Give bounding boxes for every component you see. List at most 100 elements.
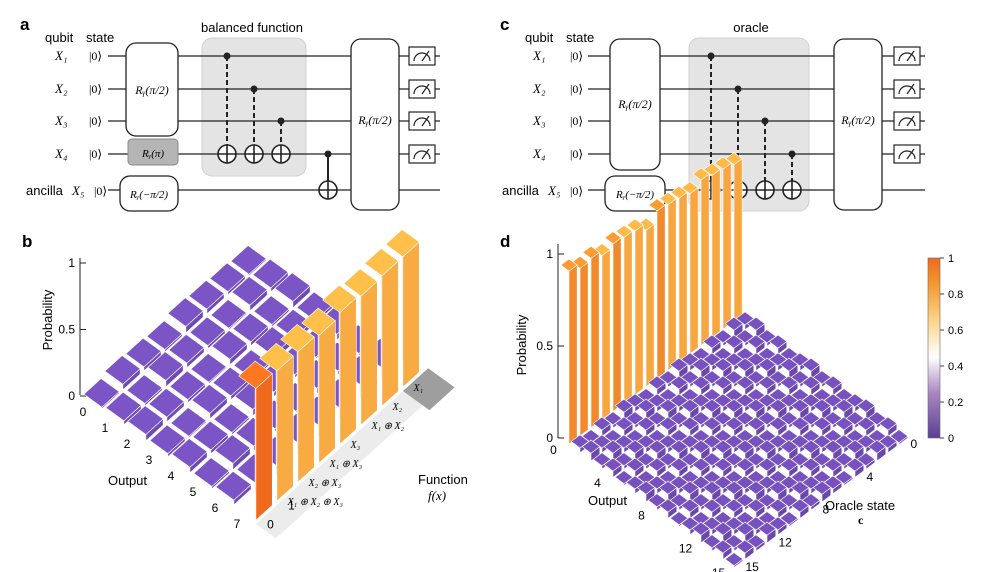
output-tick: 4 [594, 476, 601, 490]
bar-face-top [146, 320, 183, 350]
bar-face-top [812, 416, 832, 431]
bar-face-top [746, 480, 766, 495]
bar-face-right [318, 319, 336, 464]
control-dot-1 [734, 85, 742, 93]
bar-face-top [169, 370, 206, 401]
bar-face-top [127, 405, 164, 435]
bar-face-top [790, 498, 810, 513]
bar-face-top [724, 552, 744, 567]
bar-face-top [768, 398, 788, 413]
floor-tile [856, 416, 876, 437]
chart-b-zlabel: Function [418, 472, 468, 487]
bar-face-top [188, 279, 225, 310]
bar-face-top [582, 245, 600, 259]
floor-tile [189, 316, 226, 350]
floor-tile [213, 403, 250, 436]
bar-oracle-12 [593, 242, 611, 421]
bar-face-right [634, 224, 644, 396]
bar-face-top [215, 470, 252, 501]
bar-face-top [603, 457, 623, 472]
measure-needle-icon [906, 115, 915, 127]
function-label: X₂ [392, 402, 403, 413]
floor-tile [768, 516, 788, 536]
bar-face-top [724, 480, 744, 495]
header-qubit-c: qubit [525, 30, 554, 45]
chart-d-yticks: 00.51 [536, 247, 564, 445]
bar-face-top [322, 284, 357, 313]
floor-tile [757, 375, 777, 396]
qubit-label-1: X₁ [54, 48, 67, 63]
gate-ry-minus-half-c-label: Rᵧ(−π/2) [615, 189, 654, 201]
bar-face-top [280, 324, 315, 353]
bar-face-top [801, 375, 821, 390]
floor-tile [834, 416, 854, 437]
qubit-ket-1: |0⟩ [89, 49, 102, 63]
colorbar [927, 257, 941, 439]
bar-face-top [168, 333, 205, 364]
floor-tile [592, 416, 612, 437]
bar-face-top [211, 330, 248, 360]
region-title-oracle: oracle [733, 20, 768, 35]
bar-face-right [579, 261, 589, 437]
bar-face-top [648, 198, 666, 212]
floor-tile [779, 357, 799, 380]
bar-face-top [301, 307, 336, 336]
floor-tile [127, 405, 164, 442]
measure-icon [893, 79, 921, 99]
output-tick: 12 [679, 542, 693, 556]
bar-face-top [193, 457, 230, 487]
floor-tile [211, 329, 248, 366]
bar-face-right [381, 260, 399, 407]
qubit-label-1: X₁ [532, 48, 545, 63]
colorbar-tick-label: 0 [948, 433, 954, 445]
measure-icon [893, 46, 921, 66]
bar-face-top [274, 272, 311, 302]
bar-face-right [623, 230, 633, 404]
floor-tile [190, 352, 227, 385]
floor-tile [724, 416, 744, 437]
floor-tile [231, 275, 268, 312]
bar-oracle-3 [692, 167, 710, 347]
bar-face-top [636, 416, 656, 431]
measure-arc-icon [898, 150, 916, 160]
output-tick: 15 [712, 566, 726, 572]
floor-tile [274, 272, 311, 309]
bar-face-top [658, 480, 678, 495]
gate-ry-final-a [350, 38, 400, 211]
output-tick: 0 [550, 443, 557, 457]
bar-face-top [702, 480, 722, 495]
floor-tile [702, 334, 722, 355]
bar-face-top [680, 498, 700, 513]
bar-face-top [231, 276, 268, 306]
bar-face-top [636, 480, 656, 495]
bar-face-right [678, 191, 688, 363]
gate-ry-minus-half-c [604, 175, 666, 212]
bar-face-top [768, 498, 788, 513]
floor-tile [845, 439, 865, 462]
function-label-band [256, 372, 444, 539]
bar-face-top [253, 295, 290, 325]
bar-face-top [680, 398, 700, 413]
bar-face-top [801, 357, 821, 372]
floor-tile [215, 470, 252, 506]
bar-face-right [339, 296, 357, 445]
bar-face-top [658, 398, 678, 413]
bar-face-top [724, 398, 744, 413]
bar-face-top [801, 439, 821, 454]
bar-face-top [790, 416, 810, 431]
floor-tile [614, 398, 634, 421]
bar-output-7-func-3 [301, 307, 336, 464]
bar-face-top [790, 480, 810, 495]
bar-face-top [823, 457, 843, 472]
oracle-tick: 15 [746, 560, 760, 572]
measure-arc-icon [413, 85, 431, 95]
gate-ry-final-a-label: Rᵧ(π/2) [357, 113, 391, 127]
oracle-tick: 4 [867, 470, 874, 484]
ytick-label: 1 [68, 256, 75, 270]
floor-tile [647, 457, 667, 478]
floor-tile [757, 357, 777, 380]
bar-face-top [735, 539, 755, 554]
bar-oracle-4 [681, 181, 699, 355]
floor-tile [149, 424, 186, 458]
